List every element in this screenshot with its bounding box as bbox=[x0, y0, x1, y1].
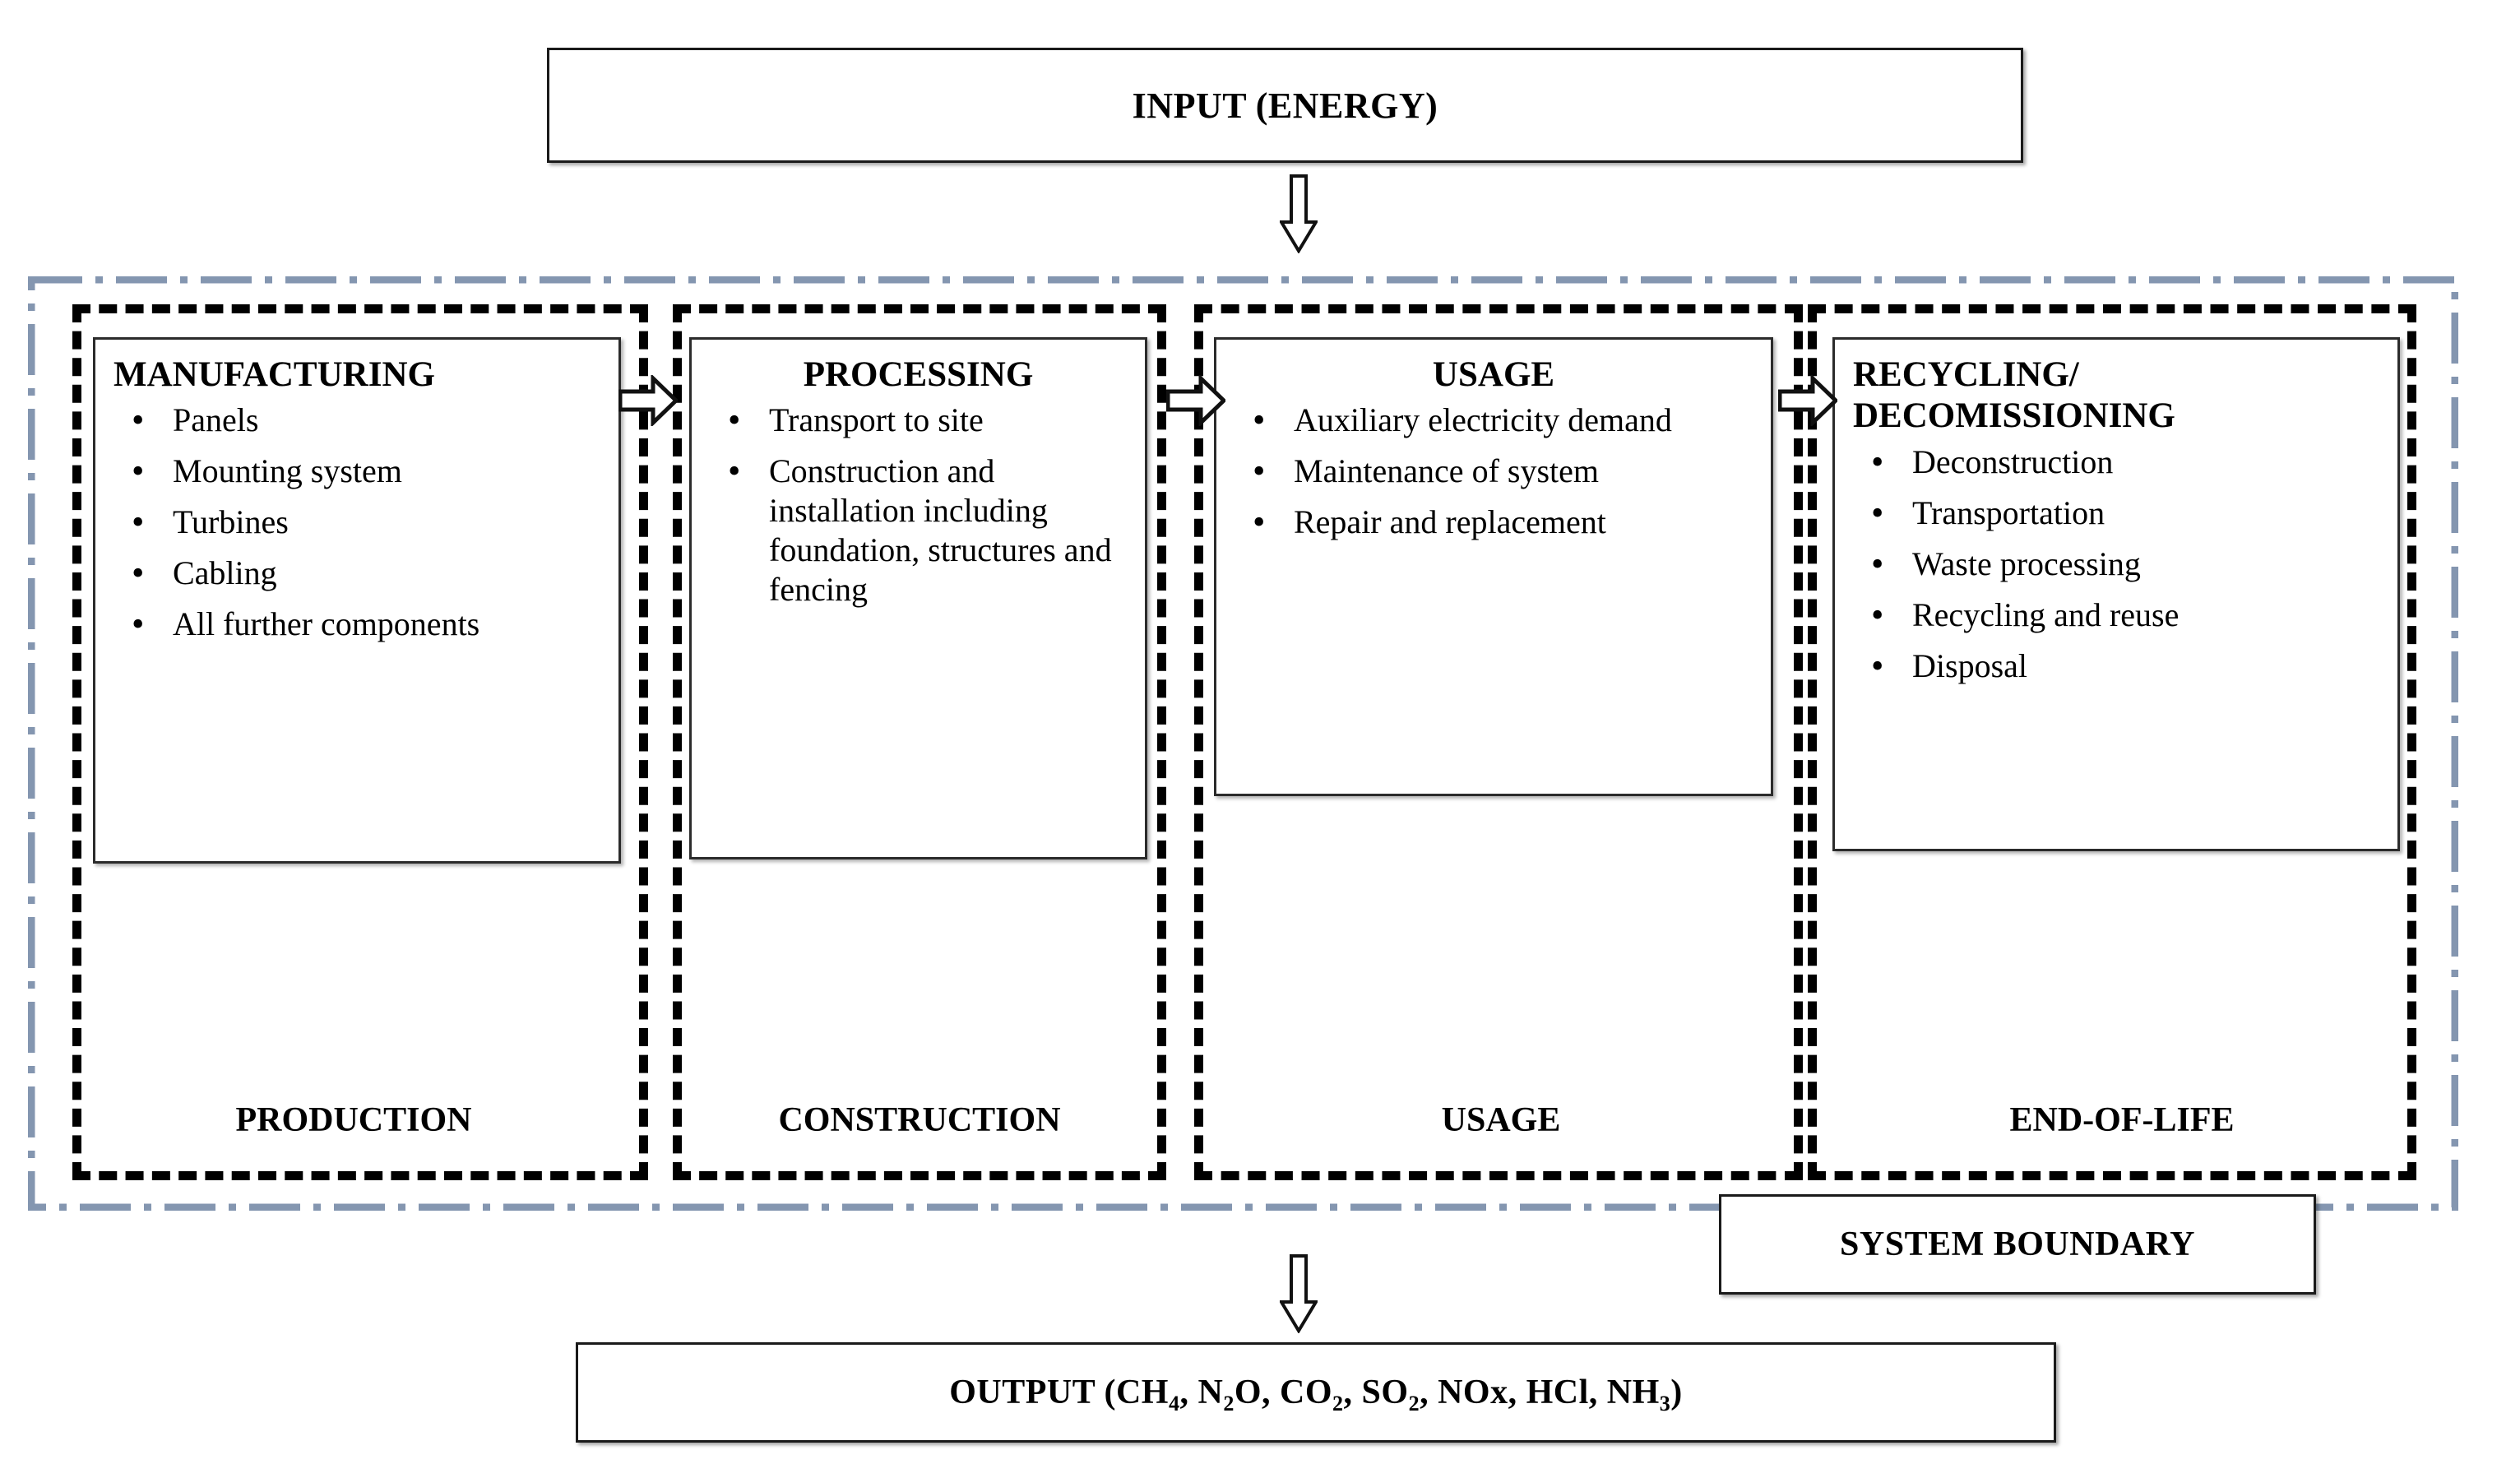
phase-caption-usage: USAGE bbox=[1441, 1101, 1561, 1139]
system-boundary-label: SYSTEM BOUNDARY bbox=[1840, 1225, 2195, 1263]
card-list-usage: Auxiliary electricity demand Maintenance… bbox=[1235, 399, 1753, 544]
card-title-usage: USAGE bbox=[1432, 355, 1555, 394]
card-list-manufacturing: Panels Mounting system Turbines Cabling … bbox=[113, 399, 600, 646]
list-item: Deconstruction bbox=[1853, 441, 2379, 484]
phase-production bbox=[72, 304, 648, 1180]
down-arrow-icon-output bbox=[1280, 1254, 1318, 1333]
card-title-processing: PROCESSING bbox=[803, 355, 1034, 394]
list-item: Repair and replacement bbox=[1235, 501, 1753, 544]
list-item: Recycling and reuse bbox=[1853, 594, 2379, 637]
list-item: Maintenance of system bbox=[1235, 450, 1753, 493]
list-item: Transport to site bbox=[710, 399, 1127, 442]
phase-usage bbox=[1194, 304, 1803, 1180]
card-usage: USAGE Auxiliary electricity demand Maint… bbox=[1214, 337, 1773, 796]
input-energy-box: INPUT (ENERGY) bbox=[547, 48, 2023, 163]
card-list-processing: Transport to site Construction and insta… bbox=[710, 399, 1127, 609]
phase-caption-construction: CONSTRUCTION bbox=[778, 1101, 1061, 1139]
system-boundary-box: SYSTEM BOUNDARY bbox=[1719, 1194, 2316, 1295]
phase-construction bbox=[673, 304, 1166, 1180]
card-title-recycling-decomissioning: RECYCLING/ DECOMISSIONING bbox=[1853, 355, 2175, 436]
card-processing: PROCESSING Transport to site Constructio… bbox=[689, 337, 1147, 859]
list-item: Transportation bbox=[1853, 492, 2379, 535]
list-item: All further components bbox=[113, 603, 600, 646]
output-emissions-label: OUTPUT (CH4, N2O, CO2, SO2, NOx, HCl, NH… bbox=[949, 1374, 1683, 1415]
list-item: Cabling bbox=[113, 552, 600, 595]
card-recycling-decomissioning: RECYCLING/ DECOMISSIONING Deconstruction… bbox=[1832, 337, 2400, 851]
input-energy-label: INPUT (ENERGY) bbox=[1132, 85, 1438, 126]
list-item: Turbines bbox=[113, 501, 600, 544]
down-arrow-icon-input bbox=[1280, 174, 1318, 253]
right-arrow-icon-3 bbox=[1778, 375, 1837, 426]
right-arrow-icon-2 bbox=[1166, 375, 1225, 426]
output-emissions-box: OUTPUT (CH4, N2O, CO2, SO2, NOx, HCl, NH… bbox=[576, 1342, 2056, 1443]
card-manufacturing: MANUFACTURING Panels Mounting system Tur… bbox=[93, 337, 621, 864]
list-item: Construction and installation including … bbox=[710, 450, 1127, 609]
phase-end-of-life bbox=[1808, 304, 2416, 1180]
card-list-recycling: Deconstruction Transportation Waste proc… bbox=[1853, 441, 2379, 688]
list-item: Mounting system bbox=[113, 450, 600, 493]
phase-caption-end-of-life: END-OF-LIFE bbox=[2009, 1101, 2235, 1139]
phase-caption-production: PRODUCTION bbox=[235, 1101, 472, 1139]
list-item: Waste processing bbox=[1853, 543, 2379, 586]
card-title-manufacturing: MANUFACTURING bbox=[113, 355, 435, 394]
list-item: Auxiliary electricity demand bbox=[1235, 399, 1753, 442]
list-item: Panels bbox=[113, 399, 600, 442]
right-arrow-icon-1 bbox=[618, 375, 678, 426]
system-boundary-outline bbox=[28, 276, 2458, 1211]
list-item: Disposal bbox=[1853, 645, 2379, 688]
